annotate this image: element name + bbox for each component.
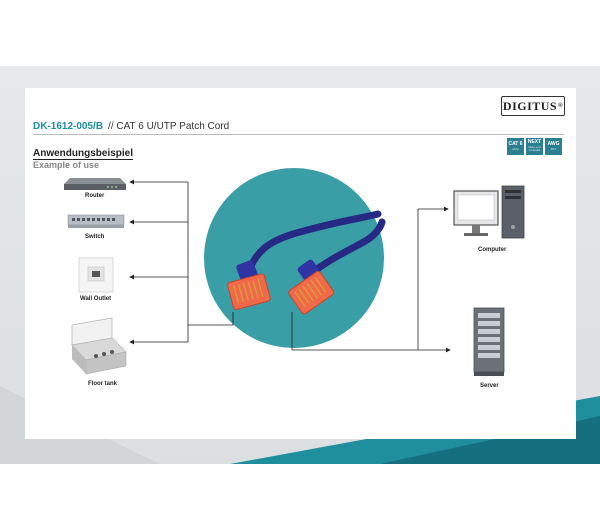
left-connector-lines <box>129 179 234 345</box>
server-icon <box>473 307 505 376</box>
right-connector-lines <box>291 206 451 353</box>
heading-english: Example of use <box>33 160 100 170</box>
wall-outlet-label: Wall Outlet <box>80 296 112 302</box>
floor-tank-label: Floor tank <box>88 381 118 387</box>
product-title: DK-1612-005/B // CAT 6 U/UTP Patch Cord <box>33 121 229 132</box>
title-divider <box>33 134 564 135</box>
switch-icon <box>67 214 125 228</box>
heading-german: Anwendungsbeispiel <box>33 148 134 160</box>
digitus-logo: DIGITUS® <box>501 96 565 116</box>
product-description: CAT 6 U/UTP Patch Cord <box>116 121 230 132</box>
computer-icon <box>453 185 525 239</box>
product-separator: // <box>108 121 114 132</box>
floor-tank-icon <box>71 317 127 375</box>
router-icon <box>64 178 126 190</box>
computer-label: Computer <box>478 247 507 253</box>
switch-label: Switch <box>85 234 105 240</box>
teal-circle <box>204 168 384 348</box>
wall-outlet-icon <box>78 257 114 293</box>
router-label: Router <box>85 193 105 199</box>
server-label: Server <box>480 383 499 389</box>
patch-cable-illustration <box>227 210 386 315</box>
product-code: DK-1612-005/B <box>33 121 104 132</box>
